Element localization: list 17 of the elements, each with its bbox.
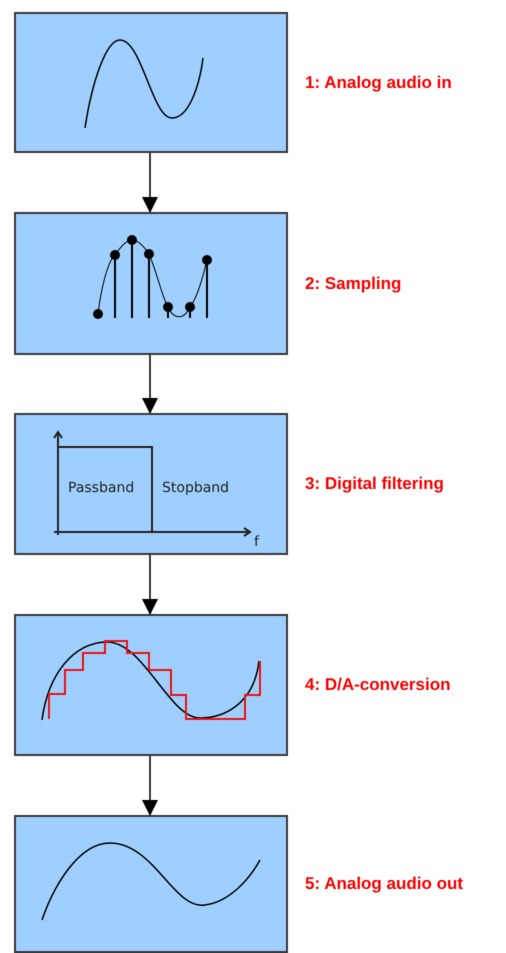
stage-label: 2: Sampling xyxy=(305,274,402,292)
stage-box xyxy=(14,12,288,153)
arrow xyxy=(142,756,158,816)
stage-label: 5: Analog audio out xyxy=(305,875,464,892)
stage-label: 4: D/A-conversion xyxy=(305,676,450,693)
arrow xyxy=(142,555,158,615)
stage-box xyxy=(14,212,288,355)
stage-label: 1: Analog audio in xyxy=(305,74,452,90)
stage-box xyxy=(14,614,288,756)
band-label: Stopband xyxy=(162,481,230,495)
axis-label: f xyxy=(254,535,259,549)
arrow xyxy=(142,153,158,213)
stage-box xyxy=(14,815,288,953)
stage-label: 3: Digital filtering xyxy=(305,475,444,492)
band-label: Passband xyxy=(68,481,134,495)
stage-box xyxy=(14,413,288,555)
arrow xyxy=(142,355,158,414)
